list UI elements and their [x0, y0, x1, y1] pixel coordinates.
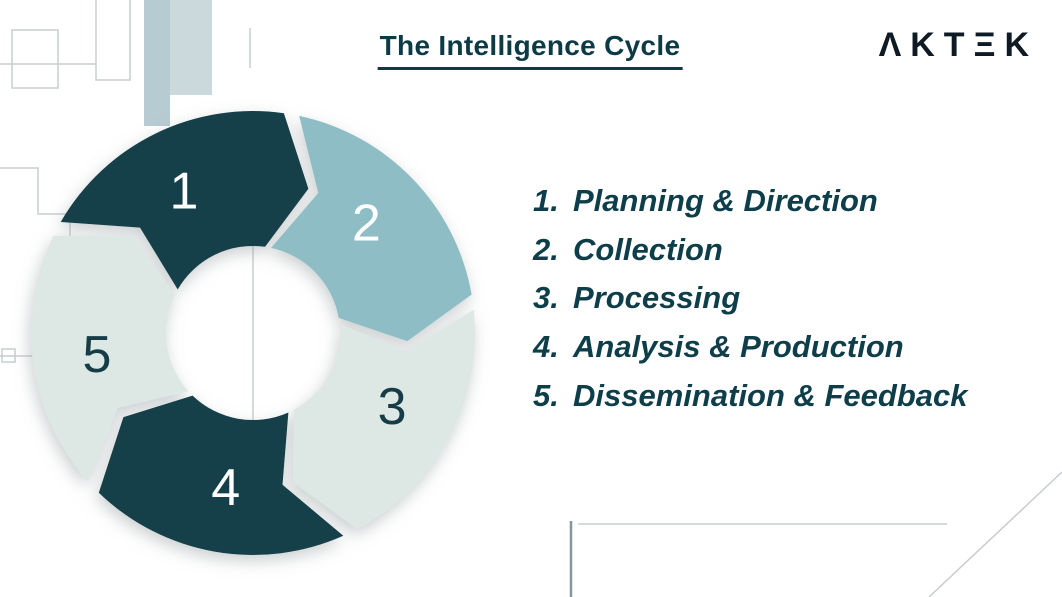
page-title: The Intelligence Cycle	[377, 30, 683, 70]
cycle-segment-1	[60, 111, 309, 290]
list-item: 5. Dissemination & Feedback	[533, 371, 968, 420]
list-item-label: Processing	[573, 280, 741, 316]
cycle-segment-number-1: 1	[170, 162, 199, 220]
list-item-label: Planning & Direction	[573, 183, 878, 219]
list-item-number: 3.	[533, 280, 559, 316]
aktek-logo: ΛKTΞK	[878, 26, 1038, 64]
decor-bar-tall	[144, 0, 170, 126]
cycle-segment-4	[98, 395, 344, 555]
decor-outline-box	[95, 0, 131, 81]
list-item-number: 4.	[533, 329, 559, 365]
list-item-number: 5.	[533, 377, 559, 413]
list-item: 3. Processing	[533, 274, 968, 323]
cycle-segment-2	[271, 115, 472, 342]
cycle-segment-5	[31, 235, 189, 482]
list-item-label: Collection	[573, 231, 723, 267]
cycle-segment-number-3: 3	[378, 378, 407, 436]
cycle-step-list: 1. Planning & Direction 2. Collection 3.…	[533, 177, 968, 420]
list-item: 4. Analysis & Production	[533, 323, 968, 372]
decor-bar-wide	[170, 0, 212, 95]
cycle-segment-number-4: 4	[211, 459, 240, 517]
cycle-segment-number-2: 2	[352, 195, 381, 253]
list-item: 2. Collection	[533, 226, 968, 275]
cycle-segment-number-5: 5	[83, 326, 112, 384]
decor-outline-box	[11, 29, 59, 89]
list-item-number: 1.	[533, 183, 559, 219]
list-item-label: Dissemination & Feedback	[573, 377, 968, 413]
cycle-segments-group: 1 2 3 4 5	[31, 111, 476, 555]
list-item-label: Analysis & Production	[573, 329, 904, 365]
decor-step-line	[0, 167, 71, 258]
decor-small-box	[1, 348, 16, 363]
decor-diagonal-line	[928, 471, 1062, 597]
cycle-segment-3	[293, 309, 476, 529]
list-item-number: 2.	[533, 231, 559, 267]
list-item: 1. Planning & Direction	[533, 177, 968, 226]
